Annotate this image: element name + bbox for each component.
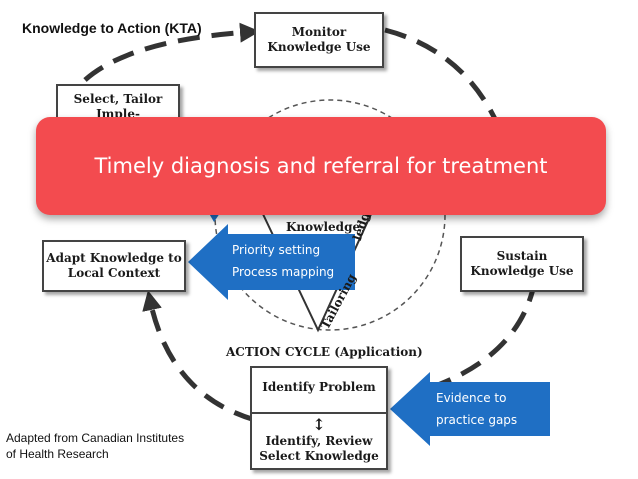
funnel-knowledge-label: Knowledge xyxy=(286,220,361,234)
cycle-arc-left-top xyxy=(83,22,260,82)
identify-problem-label: Identify Problem xyxy=(262,379,376,394)
cycle-arc-top-right xyxy=(384,27,529,215)
identify-problem-cell: Identify Problem xyxy=(262,368,375,406)
cycle-arc-bottom-left xyxy=(142,290,256,423)
callout-bottom-item: Evidence to xyxy=(436,391,507,405)
double-arrow-icon: ↕ xyxy=(312,415,326,434)
cycle-arc-right-bottom xyxy=(417,279,538,395)
source-note: Adapted from Canadian Institutes of Heal… xyxy=(6,431,185,461)
identify-review-cell: Identify, Review Select Knowledge xyxy=(259,434,379,464)
identify-divider xyxy=(252,412,386,414)
action-cycle-label: ACTION CYCLE (Application) xyxy=(226,345,423,359)
diagram-title: Knowledge to Action (KTA) xyxy=(22,20,202,36)
adapt-knowledge-box: Adapt Knowledge to Local Context xyxy=(42,240,186,292)
monitor-box-label: Monitor Knowledge Use xyxy=(267,25,371,54)
adapt-box-label: Adapt Knowledge to Local Context xyxy=(46,251,182,280)
callout-bottom-item: practice gaps xyxy=(436,413,518,427)
sustain-box-label: Sustain Knowledge Use xyxy=(470,249,574,278)
callout-middle-item: Priority setting xyxy=(232,243,321,257)
monitor-knowledge-use-box: Monitor Knowledge Use xyxy=(254,12,384,68)
highlight-banner: Timely diagnosis and referral for treatm… xyxy=(36,117,606,215)
identify-box: Identify Problem ↕ Identify, Review Sele… xyxy=(250,366,388,470)
identify-review-label: Identify, Review Select Knowledge xyxy=(259,434,379,463)
callout-bottom-text: Evidence to practice gaps xyxy=(436,387,517,431)
callout-middle-item: Process mapping xyxy=(232,265,335,279)
callout-bottom-shape xyxy=(390,372,550,446)
callout-middle-text: Priority setting Process mapping xyxy=(232,239,334,283)
sustain-knowledge-use-box: Sustain Knowledge Use xyxy=(460,236,584,292)
callout-middle-shape xyxy=(188,224,355,300)
banner-text: Timely diagnosis and referral for treatm… xyxy=(94,154,548,178)
